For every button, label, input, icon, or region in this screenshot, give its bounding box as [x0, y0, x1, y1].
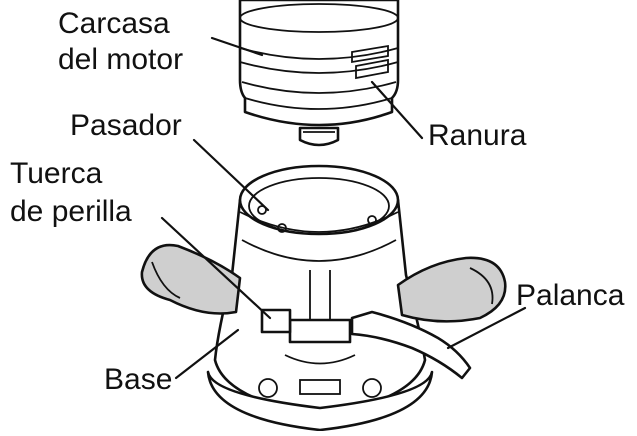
label-groove: Ranura — [428, 119, 527, 152]
label-base: Base — [104, 363, 173, 396]
label-knob-nut-line2: de perilla — [10, 195, 132, 228]
right-handle-drawing — [396, 256, 507, 323]
lever-drawing — [350, 310, 472, 380]
leader-line-pin — [192, 138, 270, 212]
label-pin: Pasador — [70, 109, 182, 142]
leader-line-knob-nut — [160, 216, 272, 320]
label-knob-nut-line1: Tuerca — [10, 157, 103, 190]
leader-line-groove — [370, 80, 424, 140]
leader-line-lever — [446, 306, 527, 350]
left-handle-drawing — [140, 243, 242, 315]
leader-line-motor-housing — [210, 36, 264, 57]
label-motor-housing-line1: Carcasa — [58, 7, 170, 40]
label-lever: Palanca — [516, 279, 625, 312]
leader-line-base — [174, 328, 240, 380]
base-drawing — [206, 164, 434, 432]
motor-housing-drawing — [238, 0, 400, 147]
label-motor-housing-line2: del motor — [58, 43, 184, 76]
